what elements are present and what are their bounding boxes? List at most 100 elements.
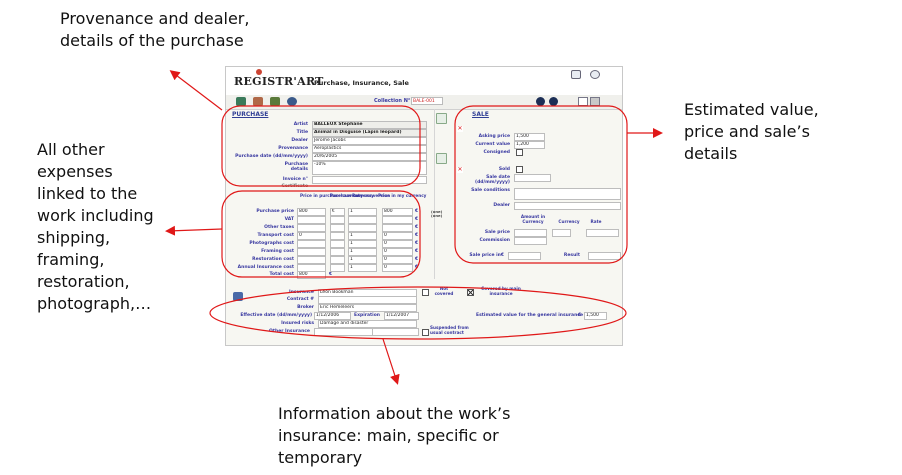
not-covered-checkbox[interactable] xyxy=(422,289,429,296)
expense-rate-field[interactable] xyxy=(348,224,377,232)
invoice-label: Invoice n° xyxy=(282,177,308,182)
expense-currency-field[interactable] xyxy=(330,264,345,272)
sale-price-mine-field[interactable] xyxy=(508,252,541,260)
expense-currency-field[interactable] xyxy=(330,256,345,264)
sale-price-field[interactable] xyxy=(514,229,547,237)
next-record-button[interactable] xyxy=(549,97,558,106)
expense-price-field[interactable] xyxy=(297,256,326,264)
expense-mine-field[interactable]: 800 xyxy=(382,208,413,216)
artwork-icon[interactable] xyxy=(236,97,246,106)
expense-unit: € xyxy=(415,233,419,238)
expense-price-field[interactable] xyxy=(297,240,326,248)
sold-checkbox[interactable] xyxy=(516,166,523,173)
sale-date-label: Sale date (dd/mm/yyyy) xyxy=(475,175,510,185)
col-header-my-price: Price in my currency xyxy=(378,193,427,198)
suspended-checkbox[interactable] xyxy=(422,329,429,336)
note-icon[interactable] xyxy=(436,153,447,164)
current-value-field[interactable]: 1,200 xyxy=(514,141,545,149)
expense-currency-field[interactable] xyxy=(330,232,345,240)
expense-rate-field[interactable] xyxy=(348,216,377,224)
annotation-line: shipping, xyxy=(37,228,111,247)
delete-icon[interactable]: ✕ xyxy=(457,125,463,132)
expense-price-field[interactable]: 0 xyxy=(297,232,326,240)
person-icon[interactable] xyxy=(253,97,263,106)
expense-price-field[interactable] xyxy=(297,264,326,272)
folder-icon[interactable] xyxy=(270,97,280,106)
sale-price-mine-label: Sale price in€ xyxy=(469,253,504,258)
other-insurance-field-2[interactable] xyxy=(372,328,419,336)
dealer-field[interactable]: Jerome Jacobs xyxy=(312,137,427,145)
expense-rate-field[interactable]: 1 xyxy=(348,256,377,264)
annotation-line: Estimated value, xyxy=(684,100,819,119)
expense-mine-field[interactable]: 0 xyxy=(382,264,413,272)
insurance-label: Insurance xyxy=(289,290,314,295)
annotation-line: price and sale’s xyxy=(684,122,810,141)
expense-rate-field[interactable]: 1 xyxy=(348,232,377,240)
sale-conditions-field[interactable] xyxy=(514,188,621,200)
annotation-line: details of the purchase xyxy=(60,31,244,50)
artist-field[interactable]: BALLEUX Stephane xyxy=(312,121,427,129)
expense-rate-field[interactable]: 1 xyxy=(348,248,377,256)
contract-label: Contract # xyxy=(286,297,314,302)
expense-price-field[interactable]: 800 xyxy=(297,208,326,216)
expense-label: Transport cost xyxy=(257,233,294,238)
asking-price-field[interactable]: 1,500 xyxy=(514,133,545,141)
estimated-value-field[interactable]: 1,500 xyxy=(584,312,607,320)
expense-currency-field[interactable]: € xyxy=(330,208,345,216)
expense-rate-field[interactable]: 1 xyxy=(348,264,377,272)
expense-unit: € xyxy=(415,217,419,222)
expense-rate-field[interactable]: 1 xyxy=(348,240,377,248)
expense-price-field[interactable] xyxy=(297,224,326,232)
expense-unit: € xyxy=(415,209,419,214)
sale-currency-field[interactable] xyxy=(552,229,571,237)
result-field[interactable] xyxy=(588,252,621,260)
expense-currency-field[interactable] xyxy=(330,248,345,256)
current-value-label: Current value xyxy=(475,142,510,147)
expense-currency-field[interactable] xyxy=(330,216,345,224)
contract-field[interactable] xyxy=(318,296,417,304)
delete-icon[interactable]: ✕ xyxy=(457,166,463,173)
expense-mine-field[interactable]: 0 xyxy=(382,256,413,264)
insured-risks-field[interactable]: Damage and disaster xyxy=(318,320,417,328)
sale-dealer-field[interactable] xyxy=(514,202,621,210)
invoice-field[interactable] xyxy=(312,176,427,184)
provenance-field[interactable]: Aeroplastics xyxy=(312,145,427,153)
expiration-field[interactable]: 1/12/2007 xyxy=(384,312,419,320)
expense-rate-field[interactable]: 1 xyxy=(348,208,377,216)
annotation-line: Provenance and dealer, xyxy=(60,9,250,28)
help-icon[interactable] xyxy=(590,70,600,79)
broker-field[interactable]: Eric Hemeleers xyxy=(318,304,417,312)
expense-price-field[interactable] xyxy=(297,248,326,256)
annotation-line: temporary xyxy=(278,448,363,467)
sale-date-field[interactable] xyxy=(514,174,551,182)
previous-record-button[interactable] xyxy=(536,97,545,106)
effective-date-field[interactable]: 1/12/2006 xyxy=(314,312,351,320)
covered-checkbox[interactable] xyxy=(467,289,474,296)
title-field[interactable]: Animal in Disguise (Lapin léopard) xyxy=(312,129,427,137)
expense-currency-field[interactable] xyxy=(330,224,345,232)
sale-price-label: Sale price xyxy=(484,230,510,235)
expense-mine-field[interactable]: 0 xyxy=(382,248,413,256)
expense-currency-field[interactable] xyxy=(330,240,345,248)
note-icon[interactable] xyxy=(436,113,447,124)
purchase-details-label: Purchase details xyxy=(284,162,308,172)
purchase-date-field[interactable]: 20/6/2005 xyxy=(312,153,427,161)
expense-unit: € xyxy=(415,241,419,246)
annotation-line: All other xyxy=(37,140,105,159)
artist-label: Artist xyxy=(293,122,308,127)
broker-label: Broker xyxy=(297,305,314,310)
expense-mine-field[interactable] xyxy=(382,216,413,224)
annotation-line: framing, xyxy=(37,250,105,269)
sale-rate-field[interactable] xyxy=(586,229,619,237)
expense-price-field[interactable] xyxy=(297,216,326,224)
globe-icon[interactable] xyxy=(287,97,297,106)
collection-number-field[interactable]: BALE-001 xyxy=(411,97,443,105)
export-icon[interactable] xyxy=(571,70,581,79)
consigned-checkbox[interactable] xyxy=(516,149,523,156)
commission-field[interactable] xyxy=(514,237,547,245)
expense-mine-field[interactable]: 0 xyxy=(382,240,413,248)
annotation-line: restoration, xyxy=(37,272,130,291)
expense-mine-field[interactable] xyxy=(382,224,413,232)
purchase-details-field[interactable]: -10% xyxy=(312,161,427,175)
expense-mine-field[interactable]: 0 xyxy=(382,232,413,240)
